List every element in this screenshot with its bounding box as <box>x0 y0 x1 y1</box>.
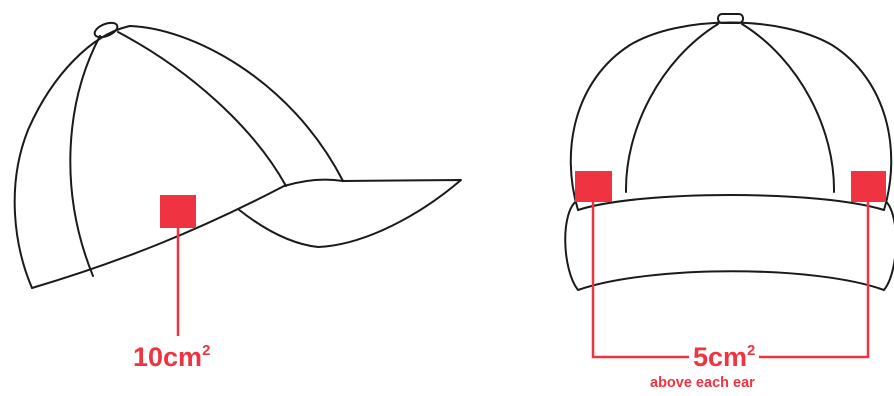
side-patch-marker <box>160 195 196 228</box>
front-brim <box>565 200 894 290</box>
front-crown-outline <box>571 23 891 211</box>
front-crown-bottom <box>578 195 884 210</box>
cap-side-view <box>15 20 461 288</box>
front-leader-bracket <box>593 202 868 357</box>
front-right-seam <box>742 24 834 192</box>
front-right-patch-marker <box>851 171 886 202</box>
side-brim <box>238 180 461 247</box>
side-area-exponent: 2 <box>202 343 210 359</box>
front-left-patch-marker <box>575 171 612 202</box>
front-area-exponent: 2 <box>747 343 755 359</box>
side-front-seam <box>118 32 286 186</box>
side-back-seam <box>70 36 100 276</box>
front-area-value: 5cm <box>693 342 747 372</box>
side-area-value: 10cm <box>133 342 202 372</box>
side-area-label: 10cm2 <box>133 344 210 371</box>
cap-front-view <box>565 14 894 290</box>
front-left-seam <box>626 24 718 192</box>
front-area-note: above each ear <box>650 376 755 391</box>
side-top-button <box>93 20 120 40</box>
front-area-label: 5cm2 <box>689 344 759 371</box>
